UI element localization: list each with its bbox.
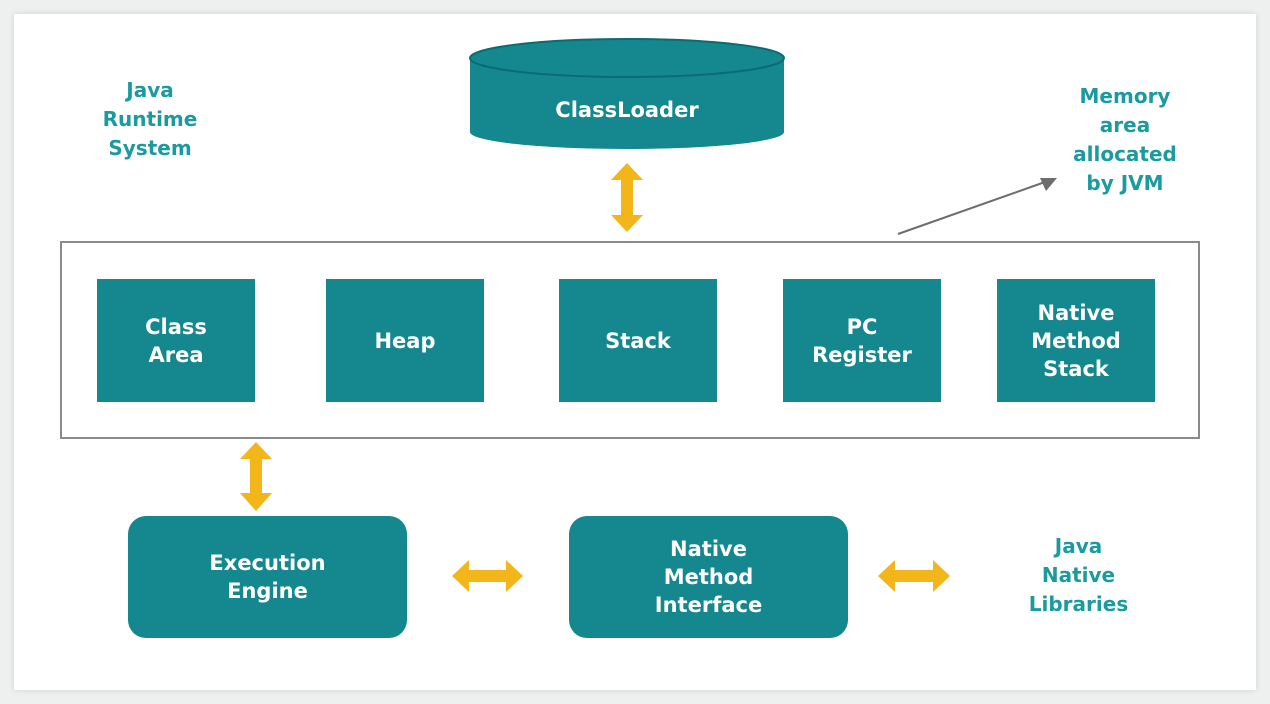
pointer-arrow [897,178,1057,235]
stack-box: Stack [559,279,717,402]
memory-area-label: Memory area allocated by JVM [1073,84,1177,195]
classloader-cylinder [469,38,785,149]
java-runtime-system-label: Java Runtime System [102,78,198,160]
execution-engine-box: Execution Engine [128,516,407,638]
classloader-label: ClassLoader [555,98,699,122]
native-method-stack-box: Native Method Stack [997,279,1155,402]
memory-engine-arrow [240,442,272,511]
heap-box: Heap [326,279,484,402]
pc-register-box: PC Register [783,279,941,402]
classloader-memory-arrow [611,163,643,232]
nmi-libraries-arrow [878,560,950,592]
class-area-box: Class Area [97,279,255,402]
native-method-interface-box: Native Method Interface [569,516,848,638]
java-native-libraries-label: Java Native Libraries [1028,534,1129,616]
engine-nmi-arrow [452,560,523,592]
